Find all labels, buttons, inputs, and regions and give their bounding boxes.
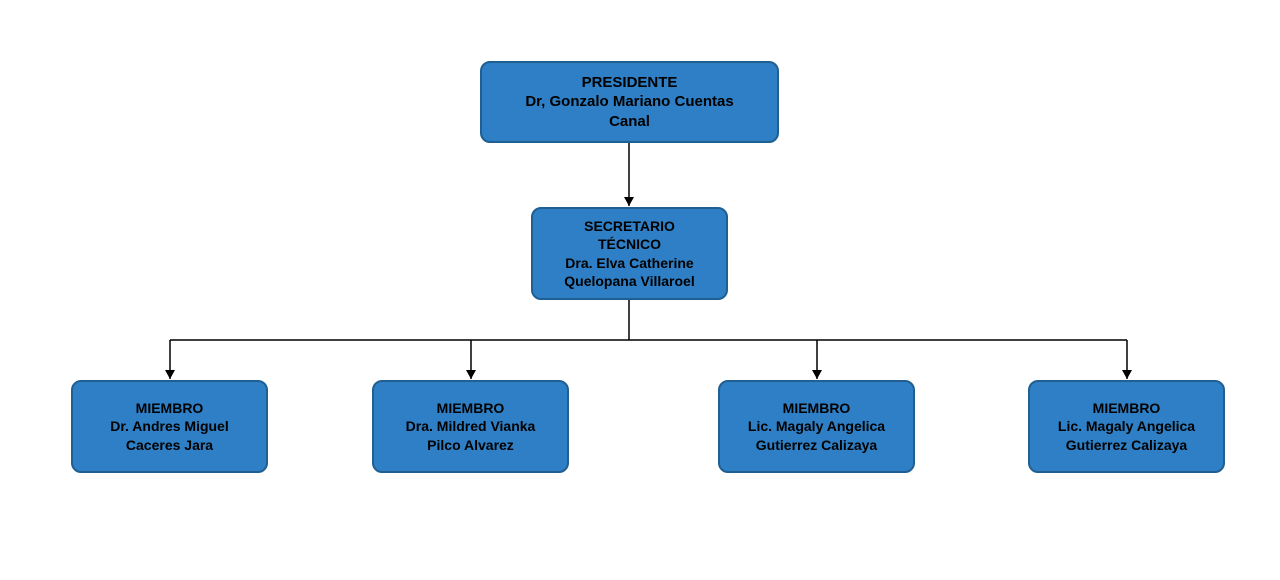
secretary-role-line-2: TÉCNICO xyxy=(598,236,661,253)
node-secretary: SECRETARIO TÉCNICO Dra. Elva Catherine Q… xyxy=(531,207,728,300)
node-member-3: MIEMBRO Lic. Magaly Angelica Gutierrez C… xyxy=(718,380,915,473)
node-member-1: MIEMBRO Dr. Andres Miguel Caceres Jara xyxy=(71,380,268,473)
node-member-4: MIEMBRO Lic. Magaly Angelica Gutierrez C… xyxy=(1028,380,1225,473)
node-president: PRESIDENTE Dr, Gonzalo Mariano Cuentas C… xyxy=(480,61,779,143)
member-name-line-1: Dra. Mildred Vianka xyxy=(405,418,536,435)
member-role: MIEMBRO xyxy=(436,400,505,417)
member-name-line-1: Lic. Magaly Angelica xyxy=(747,418,886,435)
node-member-2: MIEMBRO Dra. Mildred Vianka Pilco Alvare… xyxy=(372,380,569,473)
secretary-name-line-1: Dra. Elva Catherine xyxy=(565,254,694,271)
president-name-line-2: Canal xyxy=(609,112,650,130)
secretary-role-line-1: SECRETARIO xyxy=(584,218,675,235)
member-name-line-2: Gutierrez Calizaya xyxy=(755,436,878,453)
president-name-line-1: Dr, Gonzalo Mariano Cuentas xyxy=(525,93,734,111)
member-name-line-2: Gutierrez Calizaya xyxy=(1065,436,1188,453)
member-role: MIEMBRO xyxy=(1092,400,1161,417)
member-name-line-1: Dr. Andres Miguel xyxy=(110,418,229,435)
member-role: MIEMBRO xyxy=(782,400,851,417)
secretary-name-line-2: Quelopana Villaroel xyxy=(564,272,695,289)
member-name-line-2: Caceres Jara xyxy=(125,436,214,453)
member-name-line-1: Lic. Magaly Angelica xyxy=(1057,418,1196,435)
president-role: PRESIDENTE xyxy=(581,73,678,91)
member-name-line-2: Pilco Alvarez xyxy=(427,436,514,453)
member-role: MIEMBRO xyxy=(135,400,204,417)
